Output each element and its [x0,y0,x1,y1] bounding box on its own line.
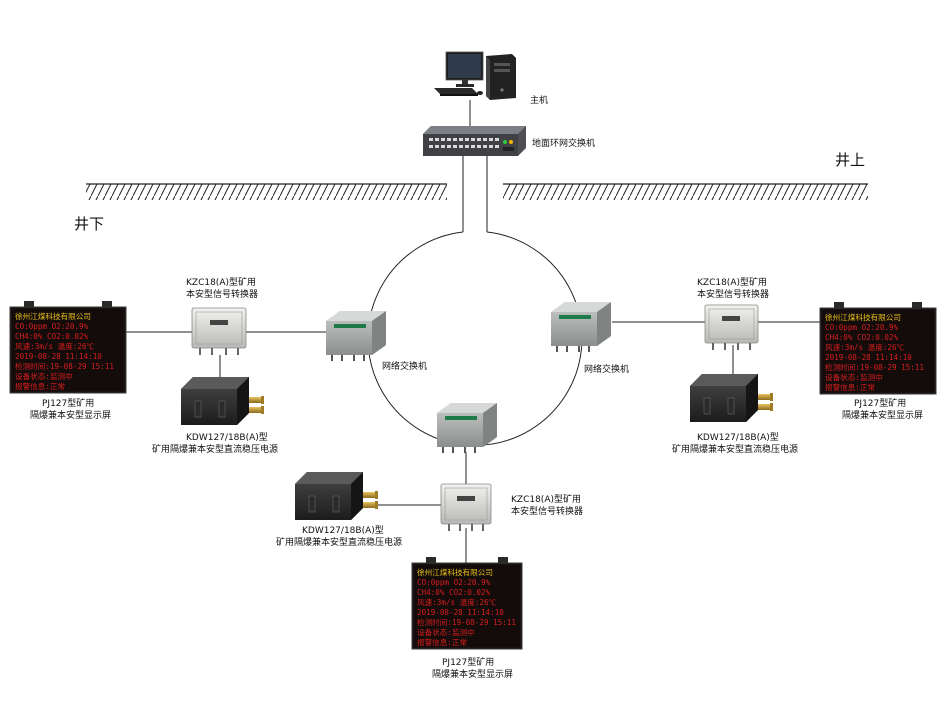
display-bottom-label-1: PJ127型矿用 [442,656,494,668]
led-line: CH4:0% CO2:0.02% [15,332,89,341]
ground-surface-right [503,183,868,200]
ground-switch-label: 地面环网交换机 [532,137,595,149]
computer-tower-icon [486,54,516,100]
signal-converter-bottom [440,483,492,531]
led-text-group: 徐州江煤科技有限公司 CO:0ppm O2:20.9% CH4:0% CO2:0… [825,312,924,392]
host-computer [434,51,516,100]
ground-ring-switch [423,126,526,156]
status-light-icon [503,140,507,144]
host-label: 主机 [530,94,548,106]
power-supply-right [690,374,773,422]
ground-surface-left [86,183,447,200]
led-text-group: 徐州江煤科技有限公司 CO:0ppm O2:20.9% CH4:0% CO2:0… [417,567,516,647]
keyboard-icon [434,88,483,96]
led-line: CO:0ppm O2:20.9% [417,578,491,587]
display-screen-bottom: 徐州江煤科技有限公司 CO:0ppm O2:20.9% CH4:0% CO2:0… [411,557,523,650]
power-supply-left [181,377,264,425]
display-screen-left: 徐州江煤科技有限公司 CO:0ppm O2:20.9% CH4:0% CO2:0… [9,301,127,394]
led-line: 设备状态:监测中 [15,371,73,381]
status-light-icon [509,140,513,144]
display-right-label-1: PJ127型矿用 [854,397,906,409]
monitor-icon [445,51,484,87]
above-ground-label: 井上 [835,151,865,169]
network-switch-left-label: 网络交换机 [382,360,427,372]
led-line: 检测时间:19-08-29 15:11 [15,361,114,371]
led-line: 2019-08-28 11:14:10 [15,352,102,361]
led-line: 检测时间:19-08-29 15:11 [825,362,924,372]
led-line: 徐州江煤科技有限公司 [825,312,901,322]
mouse-icon [477,91,483,95]
led-line: 设备状态:监测中 [825,372,883,382]
led-text-group: 徐州江煤科技有限公司 CO:0ppm O2:20.9% CH4:0% CO2:0… [15,311,114,391]
converter-right-label-1: KZC18(A)型矿用 [697,276,767,288]
led-line: 2019-08-28 11:14:10 [417,608,504,617]
led-line: CH4:0% CO2:0.02% [417,588,491,597]
display-screen-right: 徐州江煤科技有限公司 CO:0ppm O2:20.9% CH4:0% CO2:0… [819,302,937,395]
power-bottom-label-2: 矿用隔爆兼本安型直流稳压电源 [276,536,402,548]
underground-label: 井下 [74,215,104,233]
display-left-label-2: 隔爆兼本安型显示屏 [30,409,111,421]
network-switch-left [326,311,386,361]
led-line: 检测时间:19-08-29 15:11 [417,617,516,627]
converter-left-label-2: 本安型信号转换器 [186,288,258,300]
converter-bottom-label-1: KZC18(A)型矿用 [511,493,581,505]
display-bottom-label-2: 隔爆兼本安型显示屏 [432,668,513,680]
led-line: 报警信息:正常 [825,382,875,392]
power-right-label-1: KDW127/18B(A)型 [697,432,779,443]
network-switch-bottom [437,403,497,453]
power-right-label-2: 矿用隔爆兼本安型直流稳压电源 [672,443,798,455]
led-line: CO:0ppm O2:20.9% [825,323,899,332]
led-line: 风速:3m/s 温度:26℃ [825,342,905,352]
power-left-label-2: 矿用隔爆兼本安型直流稳压电源 [152,443,278,455]
converter-bottom-label-2: 本安型信号转换器 [511,505,583,517]
led-line: 徐州江煤科技有限公司 [417,567,493,577]
display-right-label-2: 隔爆兼本安型显示屏 [842,409,923,421]
led-line: 报警信息:正常 [417,637,467,647]
led-line: CO:0ppm O2:20.9% [15,322,89,331]
display-left-label-1: PJ127型矿用 [42,397,94,409]
power-supply-bottom [295,472,378,520]
led-line: 报警信息:正常 [15,381,65,391]
led-line: 设备状态:监测中 [417,627,475,637]
led-line: 风速:3m/s 温度:26℃ [417,597,497,607]
converter-left-label-1: KZC18(A)型矿用 [186,276,256,288]
network-switch-right-label: 网络交换机 [584,363,629,375]
power-bottom-label-1: KDW127/18B(A)型 [302,525,384,536]
signal-converter-right [704,304,759,350]
network-switch-right [551,302,611,352]
led-line: 徐州江煤科技有限公司 [15,311,91,321]
led-line: 2019-08-28 11:14:10 [825,353,912,362]
led-line: CH4:0% CO2:0.02% [825,333,899,342]
converter-right-label-2: 本安型信号转换器 [697,288,769,300]
led-line: 风速:3m/s 温度:26℃ [15,341,95,351]
signal-converter-left [191,307,247,355]
power-left-label-1: KDW127/18B(A)型 [186,432,268,443]
